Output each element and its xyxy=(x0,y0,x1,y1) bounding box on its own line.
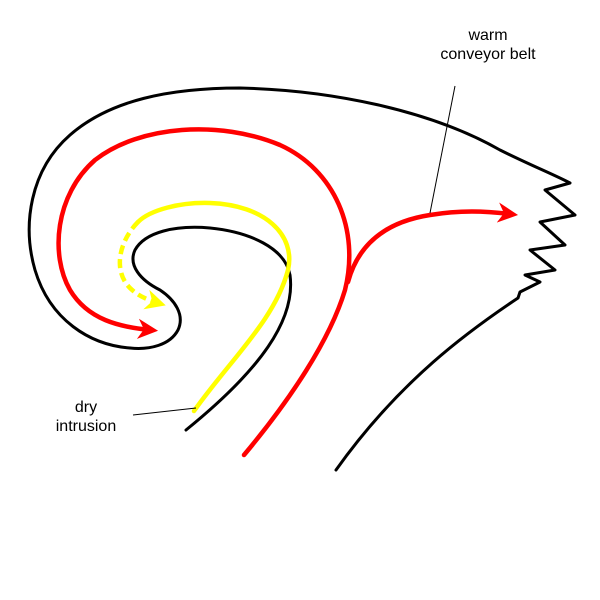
dry-intrusion-leader-line xyxy=(132,407,197,416)
warm-conveyor-belt-cyclonic-arrow xyxy=(56,127,352,458)
dry-label-line1: dry xyxy=(74,399,98,416)
cloud-head-outline xyxy=(27,86,577,472)
dry-label-line2: intrusion xyxy=(55,418,117,435)
warm-conveyor-belt-anticyclonic-arrow xyxy=(345,202,519,285)
wcb-leader-line xyxy=(429,85,456,214)
dry-intrusion-dashed-arrow xyxy=(117,220,166,310)
inner-hook-outline xyxy=(128,225,293,432)
dry-intrusion-label: dry intrusion xyxy=(36,398,136,436)
wcb-label-line1: warm xyxy=(468,27,508,44)
warm-conveyor-belt-label: warm conveyor belt xyxy=(418,26,558,64)
dry-intrusion-solid-arrow xyxy=(135,200,292,414)
wcb-label-line2: conveyor belt xyxy=(440,46,536,63)
